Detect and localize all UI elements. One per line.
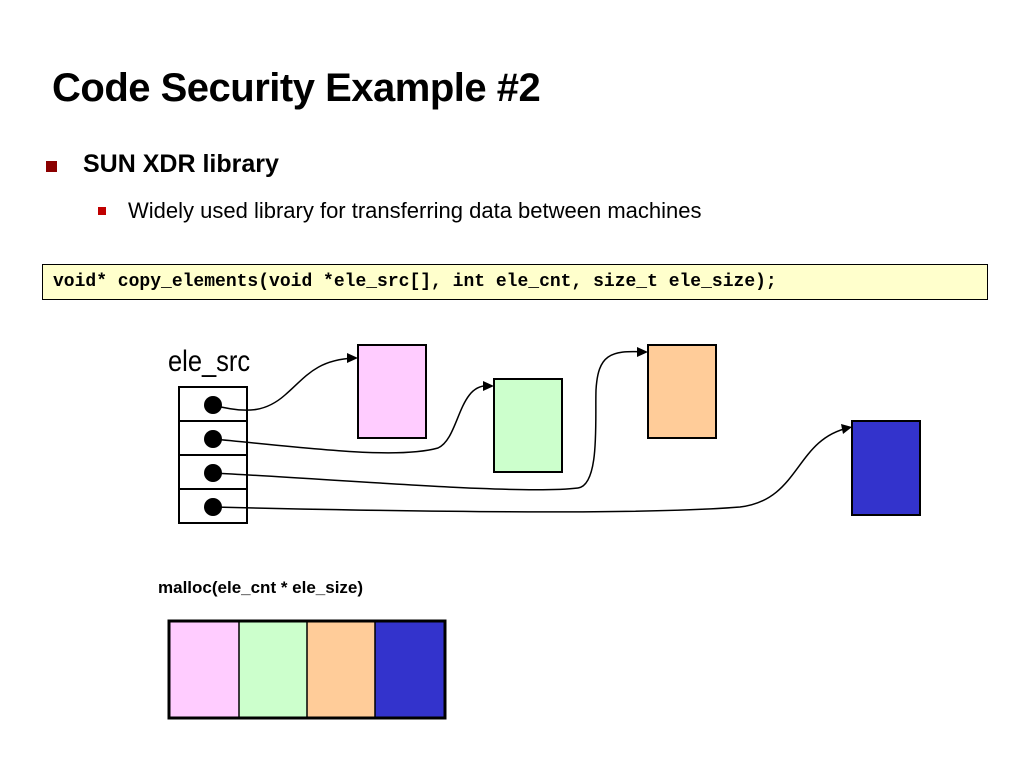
element-box-2 bbox=[493, 378, 563, 473]
arrowhead-icon bbox=[841, 424, 852, 434]
buffer-segment-2 bbox=[239, 622, 307, 717]
pointer-dot-2 bbox=[204, 430, 222, 448]
pointer-dot-4 bbox=[204, 498, 222, 516]
element-box-3 bbox=[647, 344, 717, 439]
square-bullet-icon bbox=[98, 207, 106, 215]
pointer-dot-1 bbox=[204, 396, 222, 414]
code-signature-box: void* copy_elements(void *ele_src[], int… bbox=[42, 264, 988, 300]
pointer-arrow-3 bbox=[212, 350, 645, 491]
array-label: ele_src bbox=[168, 344, 250, 377]
buffer-segment-1 bbox=[170, 622, 239, 717]
pointer-arrow-1 bbox=[212, 357, 355, 411]
pointer-arrow-4 bbox=[212, 427, 849, 513]
buffer-segment-4 bbox=[375, 622, 444, 717]
element-box-4 bbox=[851, 420, 921, 516]
code-signature: void* copy_elements(void *ele_src[], int… bbox=[53, 272, 777, 292]
arrowhead-icon bbox=[347, 353, 358, 363]
pointer-dot-3 bbox=[204, 464, 222, 482]
buffer-label: malloc(ele_cnt * ele_size) bbox=[158, 578, 363, 597]
square-bullet-icon bbox=[46, 161, 57, 172]
sub-bullet-text: Widely used library for transferring dat… bbox=[128, 198, 702, 223]
bullet-text: SUN XDR library bbox=[83, 150, 279, 178]
sub-bullet: Widely used library for transferring dat… bbox=[98, 198, 702, 224]
arrowhead-icon bbox=[637, 347, 648, 357]
arrowhead-icon bbox=[483, 381, 494, 391]
pointer-arrow-2 bbox=[212, 385, 491, 454]
malloc-buffer bbox=[167, 619, 447, 720]
element-box-1 bbox=[357, 344, 427, 439]
bullet-sun-xdr: SUN XDR library bbox=[46, 150, 279, 179]
slide-title: Code Security Example #2 bbox=[52, 66, 541, 110]
buffer-segment-3 bbox=[307, 622, 375, 717]
